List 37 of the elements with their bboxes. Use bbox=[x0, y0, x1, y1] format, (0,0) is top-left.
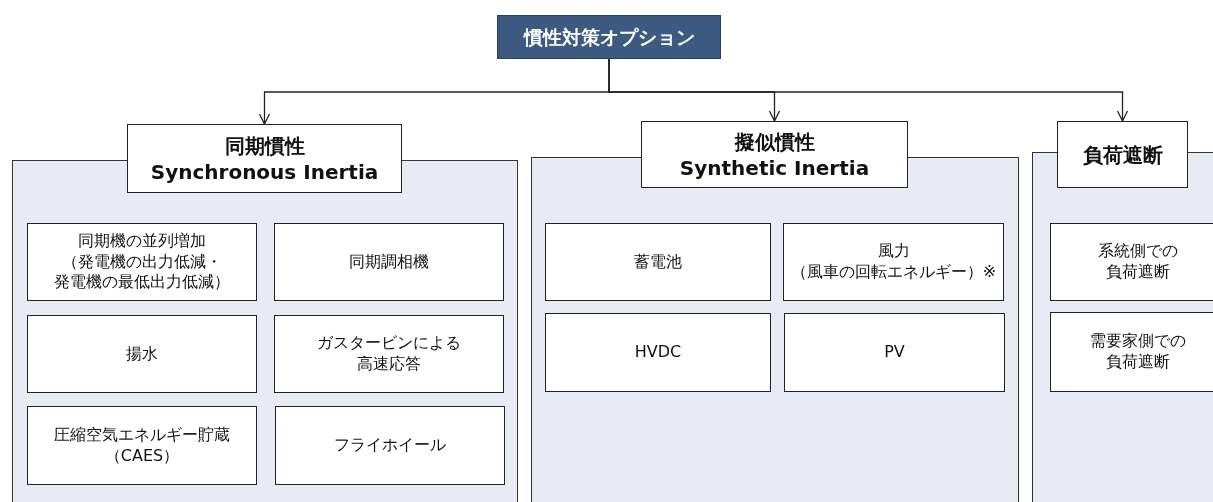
option-label: 需要家側での負荷遮断 bbox=[1089, 331, 1187, 373]
option-box bbox=[27, 315, 257, 393]
option-label: 系統側での負荷遮断 bbox=[1097, 241, 1179, 283]
title: 慣性対策オプション bbox=[523, 24, 695, 50]
option-label: ガスタービンによる高速応答 bbox=[316, 333, 462, 375]
option-label: フライホイール bbox=[334, 435, 446, 456]
option-box bbox=[1050, 312, 1213, 392]
option-label: 同期機の並列増加（発電機の出力低減・発電機の最低出力低減） bbox=[53, 230, 231, 294]
option-box bbox=[545, 313, 771, 392]
option-label: 同期調相機 bbox=[349, 251, 429, 273]
category-heading: 擬似慣性 bbox=[734, 128, 815, 155]
option-box bbox=[1050, 223, 1213, 301]
option-label: 揚水 bbox=[126, 343, 158, 365]
option-label: 風力（風車の回転エネルギー）※ bbox=[789, 241, 998, 283]
option-label: HVDC bbox=[634, 342, 682, 363]
option-box bbox=[275, 406, 505, 485]
group-panel bbox=[12, 160, 518, 502]
option-box bbox=[783, 223, 1004, 301]
option-box bbox=[27, 223, 257, 301]
option-box bbox=[274, 315, 504, 393]
category-heading: Synchronous Inertia bbox=[150, 158, 379, 185]
category-box bbox=[1057, 121, 1188, 188]
group-panel bbox=[531, 157, 1019, 502]
option-box bbox=[274, 223, 504, 301]
option-box bbox=[27, 406, 257, 485]
arrow bbox=[608, 58, 1129, 122]
option-label: 圧縮空気エネルギー貯蔵（CAES） bbox=[53, 424, 231, 467]
option-label: PV bbox=[884, 342, 905, 363]
option-box bbox=[545, 223, 771, 301]
category-box bbox=[127, 124, 402, 193]
category-box bbox=[641, 121, 908, 188]
category-heading: Synthetic Inertia bbox=[679, 154, 870, 181]
option-label: 蓄電池 bbox=[634, 251, 682, 273]
category-heading: 同期慣性 bbox=[224, 132, 305, 159]
option-box bbox=[784, 313, 1005, 392]
title-box bbox=[497, 15, 721, 59]
category-heading: 負荷遮断 bbox=[1082, 141, 1163, 168]
